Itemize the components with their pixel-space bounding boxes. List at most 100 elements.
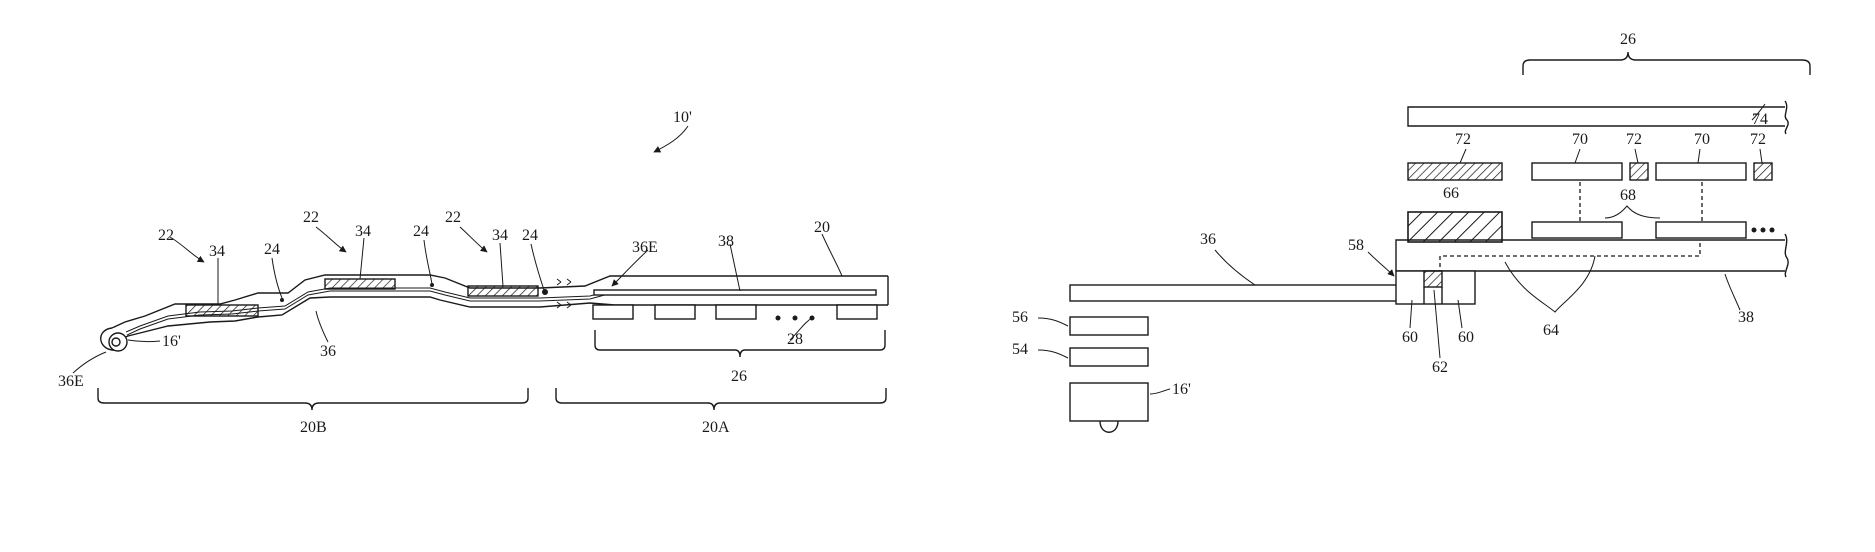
label-26-left: 26 — [731, 368, 747, 385]
label-10-prime: 10' — [673, 109, 692, 126]
ellipsis-68-3 — [1770, 228, 1775, 233]
component-34-c — [468, 286, 538, 296]
label-36E-top: 36E — [632, 239, 658, 256]
leader-38-right — [1725, 274, 1740, 310]
label-28: 28 — [787, 331, 803, 348]
label-62: 62 — [1432, 359, 1448, 376]
leader-34-b — [360, 238, 364, 279]
label-34-a: 34 — [209, 243, 225, 260]
element-72-b — [1630, 163, 1648, 180]
contact-62 — [1424, 271, 1442, 287]
leader-10-prime — [654, 126, 688, 152]
leader-24-b — [424, 240, 432, 284]
label-72-a: 72 — [1455, 131, 1471, 148]
module-16-prime — [1070, 383, 1148, 421]
leader-36-right — [1215, 250, 1255, 285]
component-34-b — [325, 279, 395, 289]
label-22-a: 22 — [158, 227, 174, 244]
leader-34-c — [500, 243, 503, 286]
bracket-20B — [98, 388, 528, 410]
housing-outline-bottom — [118, 297, 888, 340]
label-22-b: 22 — [303, 209, 319, 226]
joint-24-a — [280, 298, 284, 302]
label-24-a: 24 — [264, 241, 280, 258]
component-34-a — [186, 305, 258, 316]
seam-marks — [557, 279, 571, 308]
element-68-a — [1532, 222, 1622, 238]
leader-36E-left — [73, 352, 106, 373]
label-22-c: 22 — [445, 209, 461, 226]
pad-26-c — [716, 305, 756, 319]
label-26-right: 26 — [1620, 31, 1636, 48]
label-70-b: 70 — [1694, 131, 1710, 148]
label-72-c: 72 — [1750, 131, 1766, 148]
leader-20 — [822, 234, 842, 276]
internal-trace-64 — [1440, 240, 1700, 274]
leader-22-c — [460, 227, 487, 252]
leader-22-b — [316, 227, 346, 252]
element-70-b — [1656, 163, 1746, 180]
element-72-c — [1754, 163, 1772, 180]
module-16-prime-tab — [1100, 421, 1118, 432]
element-68-b — [1656, 222, 1746, 238]
element-72-a — [1408, 163, 1502, 180]
label-24-c: 24 — [522, 227, 538, 244]
leader-36-left — [316, 311, 328, 342]
leader-68 — [1605, 206, 1660, 218]
label-66: 66 — [1443, 185, 1459, 202]
label-36-right: 36 — [1200, 231, 1216, 248]
right-view: 26 74 72 70 72 70 72 66 68 — [1012, 31, 1810, 432]
label-72-b: 72 — [1626, 131, 1642, 148]
label-36-left: 36 — [320, 343, 336, 360]
joint-24-c — [542, 289, 548, 295]
leader-64 — [1505, 256, 1595, 312]
board-38-left — [594, 290, 876, 295]
ellipsis-dot-2 — [793, 316, 798, 321]
component-66 — [1408, 212, 1502, 242]
bracket-26-right — [1523, 52, 1810, 75]
ellipsis-68-1 — [1752, 228, 1757, 233]
leader-22-a — [170, 237, 204, 262]
bracket-20A — [556, 388, 886, 410]
pivot-16-prime-core — [112, 338, 120, 346]
label-16-prime-left: 16' — [162, 333, 181, 350]
break-38 — [1785, 234, 1788, 277]
label-58: 58 — [1348, 237, 1364, 254]
label-64: 64 — [1543, 322, 1559, 339]
pad-26-a — [593, 305, 633, 319]
label-36E-left: 36E — [58, 373, 84, 390]
module-56 — [1070, 317, 1148, 335]
module-54 — [1070, 348, 1148, 366]
label-20A: 20A — [702, 419, 730, 436]
label-60-a: 60 — [1402, 329, 1418, 346]
label-70-a: 70 — [1572, 131, 1588, 148]
leader-58 — [1368, 252, 1394, 276]
pad-26-d — [837, 305, 877, 319]
label-38-right: 38 — [1738, 309, 1754, 326]
label-34-b: 34 — [355, 223, 371, 240]
leader-24-a — [272, 258, 282, 298]
label-34-c: 34 — [492, 227, 508, 244]
label-56: 56 — [1012, 309, 1028, 326]
left-view: 10' — [58, 109, 888, 436]
element-70-a — [1532, 163, 1622, 180]
label-68: 68 — [1620, 187, 1636, 204]
ellipsis-68-2 — [1761, 228, 1766, 233]
label-38-left: 38 — [718, 233, 734, 250]
label-54: 54 — [1012, 341, 1028, 358]
label-60-b: 60 — [1458, 329, 1474, 346]
pad-26-b — [655, 305, 695, 319]
leaders-70-72 — [1460, 149, 1762, 163]
leader-24-c — [531, 244, 544, 290]
leader-38-left — [730, 244, 740, 291]
label-20: 20 — [814, 219, 830, 236]
label-24-b: 24 — [413, 223, 429, 240]
label-74: 74 — [1752, 111, 1768, 128]
leader-16-prime-left — [128, 340, 160, 342]
label-16-prime-right: 16' — [1172, 381, 1191, 398]
break-74 — [1785, 101, 1788, 134]
layer-74 — [1408, 107, 1785, 126]
label-20B: 20B — [300, 419, 327, 436]
ellipsis-dot-1 — [776, 316, 781, 321]
